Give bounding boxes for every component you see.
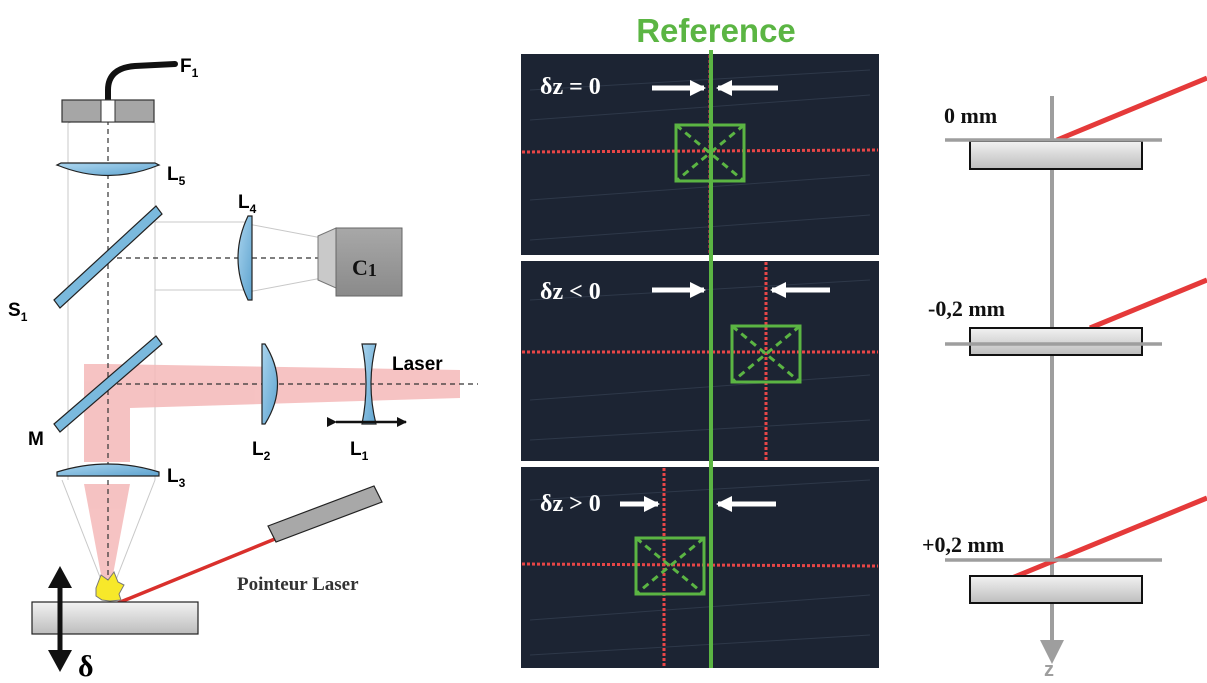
lens-l1-label: L1 <box>350 439 369 463</box>
panel-2-label: δz < 0 <box>540 279 601 305</box>
target-box-2 <box>730 324 802 384</box>
level-label-2: +0,2 mm <box>922 532 1004 557</box>
lens-l2-label: L2 <box>252 439 271 463</box>
sample-plate <box>31 601 199 635</box>
arrow-up-icon <box>48 566 72 588</box>
height-levels: z 0 mm -0,2 mm +0,2 mm <box>922 75 1207 681</box>
mirror-m <box>53 335 163 433</box>
indicator-arrows <box>620 80 830 512</box>
lens-l2 <box>261 343 279 425</box>
lens-l3 <box>56 463 160 477</box>
panel-1-label: δz = 0 <box>540 74 601 100</box>
camera-c1 <box>335 227 403 297</box>
camera-label: C1 <box>352 255 377 280</box>
lens-l4 <box>237 215 253 301</box>
laser-label: Laser <box>392 354 443 375</box>
lens-l3-label: L3 <box>167 466 186 490</box>
laser-pointer <box>267 485 383 543</box>
reference-panels: Reference <box>521 12 879 668</box>
mirror-label: M <box>28 429 44 450</box>
fiber-tip <box>100 99 116 123</box>
target-box-3 <box>634 536 706 596</box>
laser-line-0 <box>1056 75 1207 143</box>
laser-cross-3 <box>521 468 879 667</box>
arrow-down-icon <box>1040 640 1064 664</box>
z-axis-label: z <box>1044 659 1054 678</box>
level-label-1: -0,2 mm <box>928 296 1005 321</box>
arrow-down-icon <box>48 650 72 672</box>
optical-setup: F1 L5 S1 L4 C1 M L2 L1 Laser L3 Pointeur <box>8 56 478 683</box>
optical-axis <box>107 120 478 590</box>
fiber-cable <box>105 61 178 107</box>
laser-line-1 <box>1089 277 1207 331</box>
panel-3-label: δz > 0 <box>540 491 601 517</box>
laser-line-2 <box>1011 495 1207 581</box>
lens-l4-label: L4 <box>238 192 257 216</box>
pointer-beam <box>117 530 293 605</box>
splitter-s1 <box>53 205 163 309</box>
panel-3 <box>521 467 879 668</box>
target-boxes <box>634 123 802 596</box>
camera-lens <box>317 227 337 289</box>
level-label-0: 0 mm <box>944 103 997 128</box>
fiber-label: F1 <box>180 56 199 80</box>
reference-title: Reference <box>636 12 796 49</box>
spot-icon <box>95 570 125 602</box>
plate-2 <box>969 575 1143 604</box>
plate-0 <box>969 140 1143 170</box>
lens-l5-label: L5 <box>167 164 186 188</box>
surface-texture <box>529 69 871 656</box>
laser-cross-2 <box>522 262 878 460</box>
delta-label: δ <box>78 650 94 678</box>
splitter-label: S1 <box>8 300 28 324</box>
plate-1 <box>969 327 1143 356</box>
pointer-label: Pointeur Laser <box>237 574 359 595</box>
